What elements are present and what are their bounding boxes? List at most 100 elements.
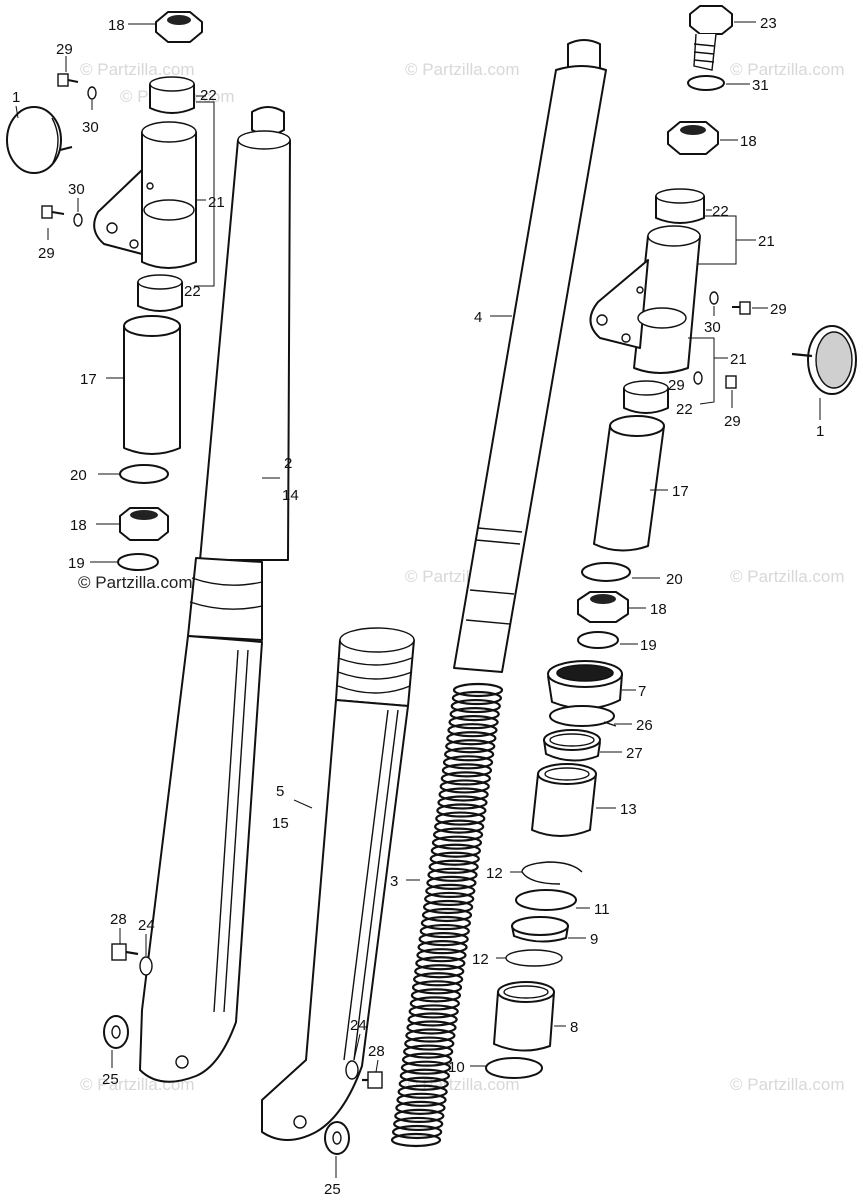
label-12: 12 (486, 865, 503, 882)
part-slider-left (139, 635, 263, 1083)
part-31-o-ring (687, 75, 725, 91)
part-20-washer-right (581, 562, 631, 582)
spring-coil (390, 1132, 442, 1148)
label-22: 22 (200, 87, 217, 104)
part-30-washer-right (709, 291, 719, 305)
part-24-washer-left (139, 956, 153, 976)
part-20-washer-left (119, 464, 169, 484)
label-20: 20 (70, 467, 87, 484)
part-30-washer-right-lower (693, 371, 703, 385)
spring-coil (439, 779, 490, 794)
spring-coil (447, 723, 498, 738)
label-30: 30 (82, 119, 99, 136)
part-22-cushion-lower-right (623, 380, 669, 414)
spring-coil (418, 932, 469, 947)
watermark: © Partzilla.com (730, 60, 845, 79)
spring-coil (409, 996, 460, 1011)
part-25-washer-center (324, 1121, 350, 1155)
part-18-right-top (667, 121, 719, 155)
leaders (15, 21, 821, 1178)
part-4-fork-pipe (453, 39, 607, 673)
label-31: 31 (752, 77, 769, 94)
spring-coil (428, 859, 479, 874)
label-30: 30 (68, 181, 85, 198)
label-21: 21 (758, 233, 775, 250)
label-8: 8 (570, 1019, 578, 1036)
label-25: 25 (102, 1071, 119, 1088)
spring-coil (436, 803, 487, 818)
watermark: © Partzilla.com (730, 1075, 845, 1094)
part-27-ring (543, 729, 601, 762)
spring-coil (444, 747, 495, 762)
part-8-piston (493, 981, 555, 1052)
label-22: 22 (184, 283, 201, 300)
spring-coil (421, 907, 473, 923)
part-1-reflector-right (791, 325, 857, 395)
label-1: 1 (816, 423, 824, 440)
spring-coil (446, 731, 497, 746)
part-25-washer-left (103, 1015, 129, 1049)
label-15: 15 (272, 815, 289, 832)
spring-coil (434, 819, 485, 834)
watermark: © Partzilla.com (730, 567, 845, 586)
spring-coil (445, 739, 496, 754)
spring-coil (417, 940, 468, 955)
spring-coil (406, 1020, 457, 1035)
spring-coil (399, 1068, 450, 1083)
part-13-bushing (531, 763, 597, 837)
part-21-headlight-bracket-right (589, 225, 701, 374)
part-30-washer-mid-left (73, 213, 83, 227)
label-21: 21 (208, 194, 225, 211)
label-24: 24 (138, 917, 155, 934)
part-11-ring (515, 889, 577, 911)
spring-coil (394, 1108, 445, 1123)
label-18: 18 (70, 517, 87, 534)
spring-coil (404, 1036, 455, 1051)
part-28-bolt-left (111, 943, 139, 961)
label-25: 25 (324, 1181, 341, 1198)
spring-coil (431, 835, 483, 850)
spring-coil (441, 763, 493, 778)
spring-coil (449, 707, 500, 722)
label-21: 21 (730, 351, 747, 368)
spring-coil (414, 964, 465, 979)
spring-coil (426, 875, 477, 890)
spring-coil (403, 1044, 454, 1059)
label-17: 17 (672, 483, 689, 500)
watermark-main: © Partzilla.com (78, 573, 193, 592)
spring-coil (438, 787, 489, 802)
label-3: 3 (390, 873, 398, 890)
spring-coil (393, 1116, 444, 1132)
spring-coil (451, 690, 502, 706)
spring-coil (396, 1092, 447, 1107)
part-1-reflector-left (6, 106, 73, 174)
part-29-bolt-top-left (57, 73, 79, 87)
spring-coil (430, 843, 481, 858)
label-29: 29 (56, 41, 73, 58)
spring-coil (392, 1124, 443, 1140)
label-28: 28 (368, 1043, 385, 1060)
spring-coil (405, 1028, 456, 1043)
part-5-bottom-case (261, 627, 415, 1141)
part-26-circlip (549, 705, 617, 727)
label-29: 29 (38, 245, 55, 262)
label-12: 12 (472, 951, 489, 968)
label-10: 10 (448, 1059, 465, 1076)
label-11: 11 (594, 901, 610, 918)
spring-coil (413, 972, 464, 987)
spring-coil (448, 715, 499, 730)
spring-coil (452, 682, 504, 698)
part-12-circlip-lower (505, 949, 563, 967)
spring-coil (427, 867, 478, 882)
label-17: 17 (80, 371, 97, 388)
spring-coil (411, 980, 463, 995)
label-1: 1 (12, 89, 20, 106)
part-29-bolt-mid-left (41, 205, 65, 219)
part-22-cushion-lower-left (137, 274, 183, 312)
part-10-ring (485, 1057, 543, 1079)
label-7: 7 (638, 683, 646, 700)
spring-coil (435, 811, 486, 826)
spring-coil (408, 1004, 459, 1019)
watermark: © Partzilla.com (80, 60, 195, 79)
